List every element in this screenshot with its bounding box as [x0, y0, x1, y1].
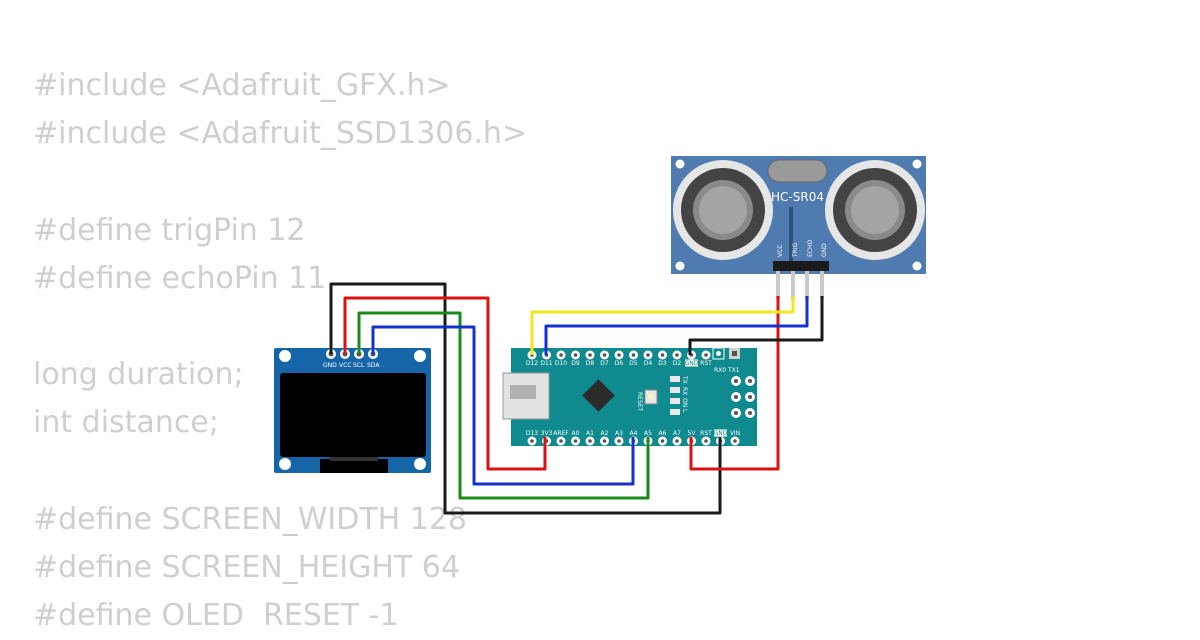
oled-module: GND VCC SCL SDA [274, 348, 431, 473]
led [670, 376, 680, 382]
nano-pin-label: D7 [600, 360, 609, 367]
sensor-pin-gnd [820, 271, 824, 299]
led [670, 387, 680, 393]
led-label: L [681, 409, 688, 413]
oled-pin-label: VCC [339, 362, 351, 369]
code-line: #define SCREEN_HEIGHT 64 [33, 549, 460, 585]
sensor-mount-hole [912, 261, 922, 271]
nano-pin-label: A1 [586, 430, 594, 437]
nano-pin-label: RST [700, 430, 712, 437]
sensor-label: HC-SR04 [771, 190, 824, 204]
led-label: ON [681, 398, 688, 407]
nano-pin-label: GND [714, 430, 728, 437]
wire-sensor-gnd [688, 296, 824, 355]
mcu-chip [582, 379, 615, 412]
nano-pin-label: A0 [572, 430, 580, 437]
nano-pin-label: AREF [553, 430, 569, 437]
sensor-pin-trig [791, 271, 795, 299]
sensor-pin-echo [805, 271, 809, 299]
oled-mount-hole [279, 458, 291, 470]
led [670, 398, 680, 404]
nano-pin-label: D9 [571, 360, 580, 367]
sensor-header [773, 261, 829, 271]
oled-pin-label: SCL [353, 362, 365, 369]
code-line: #define trigPin 12 [33, 212, 306, 248]
wire-oled-vcc [343, 296, 547, 471]
nano-pin-label: 5V [688, 430, 697, 437]
nano-pin-label: 3V3 [541, 430, 553, 437]
sensor-mount-hole [675, 159, 685, 169]
sensor-pin-label: ECHO [807, 240, 814, 257]
nano-pin-label: D11 [540, 360, 552, 367]
code-line: int distance; [33, 405, 219, 441]
nano-pin-label: A2 [601, 430, 609, 437]
code-line: #include <Adafruit_SSD1306.h> [33, 116, 528, 152]
wire-oled-gnd [329, 282, 722, 515]
nano-pin-label: A7 [673, 430, 681, 437]
code-line: #define echoPin 11 [33, 260, 327, 296]
wire-sensor-trig [530, 296, 795, 355]
nano-pin-label: A5 [644, 430, 652, 437]
code-line: #include <Adafruit_GFX.h> [33, 68, 451, 103]
nano-pin-label: A3 [615, 430, 623, 437]
oled-mount-hole [414, 350, 426, 362]
icsp-pins [731, 376, 755, 418]
sensor-mount-hole [912, 159, 922, 169]
nano-pin-label: RST [700, 360, 712, 367]
oled-screen [280, 373, 426, 457]
code-text: #include <Adafruit_GFX.h> #include <Adafr… [33, 62, 527, 640]
rx-tx-label: RX0 TX1 [714, 367, 740, 374]
sensor-pin-label: VCC [777, 245, 784, 257]
hc-sr04-module: HC-SR04 VCC TRIG ECHO GND [671, 156, 926, 299]
led-label: RX [681, 387, 688, 395]
led-label: TX [681, 375, 688, 384]
code-line: #define OLED RESET -1 [33, 598, 399, 634]
nano-pin-label: D12 [526, 360, 538, 367]
sensor-mount-hole [675, 261, 685, 271]
sensor-crystal [767, 159, 828, 183]
oled-mount-hole [414, 458, 426, 470]
code-line: #define SCREEN_WIDTH 128 [33, 501, 468, 537]
nano-pin-label: D5 [629, 360, 638, 367]
nano-pin-label: D10 [555, 360, 567, 367]
oled-mount-hole [279, 350, 291, 362]
nano-pin-label: VIN [730, 430, 740, 437]
nano-pin-label: D3 [658, 360, 667, 367]
oled-ribbon [320, 459, 388, 473]
sensor-pin-label: TRIG [792, 242, 799, 258]
wire-oled-scl [357, 311, 650, 500]
code-line: long duration; [33, 357, 244, 393]
nano-pin-label: D2 [673, 360, 682, 367]
oled-pin-label: GND [323, 362, 337, 369]
sensor-pin-vcc [776, 271, 780, 299]
nano-pin-label: GND [685, 360, 699, 367]
wires [329, 282, 824, 515]
wire-sensor-vcc [689, 296, 780, 471]
reset-label: RESET [636, 392, 643, 412]
wire-oled-sda [371, 325, 635, 486]
nano-pin-label: D13 [526, 430, 538, 437]
sensor-pin-label: GND [821, 243, 828, 257]
led [670, 409, 680, 415]
nano-pin-label: A4 [630, 430, 638, 437]
nano-pin-label: D8 [586, 360, 595, 367]
nano-pin-label: D6 [615, 360, 624, 367]
nano-pin-label: D4 [644, 360, 653, 367]
nano-pin-label: A6 [659, 430, 667, 437]
wire-sensor-echo [544, 296, 809, 355]
oled-pin-label: SDA [367, 362, 380, 369]
